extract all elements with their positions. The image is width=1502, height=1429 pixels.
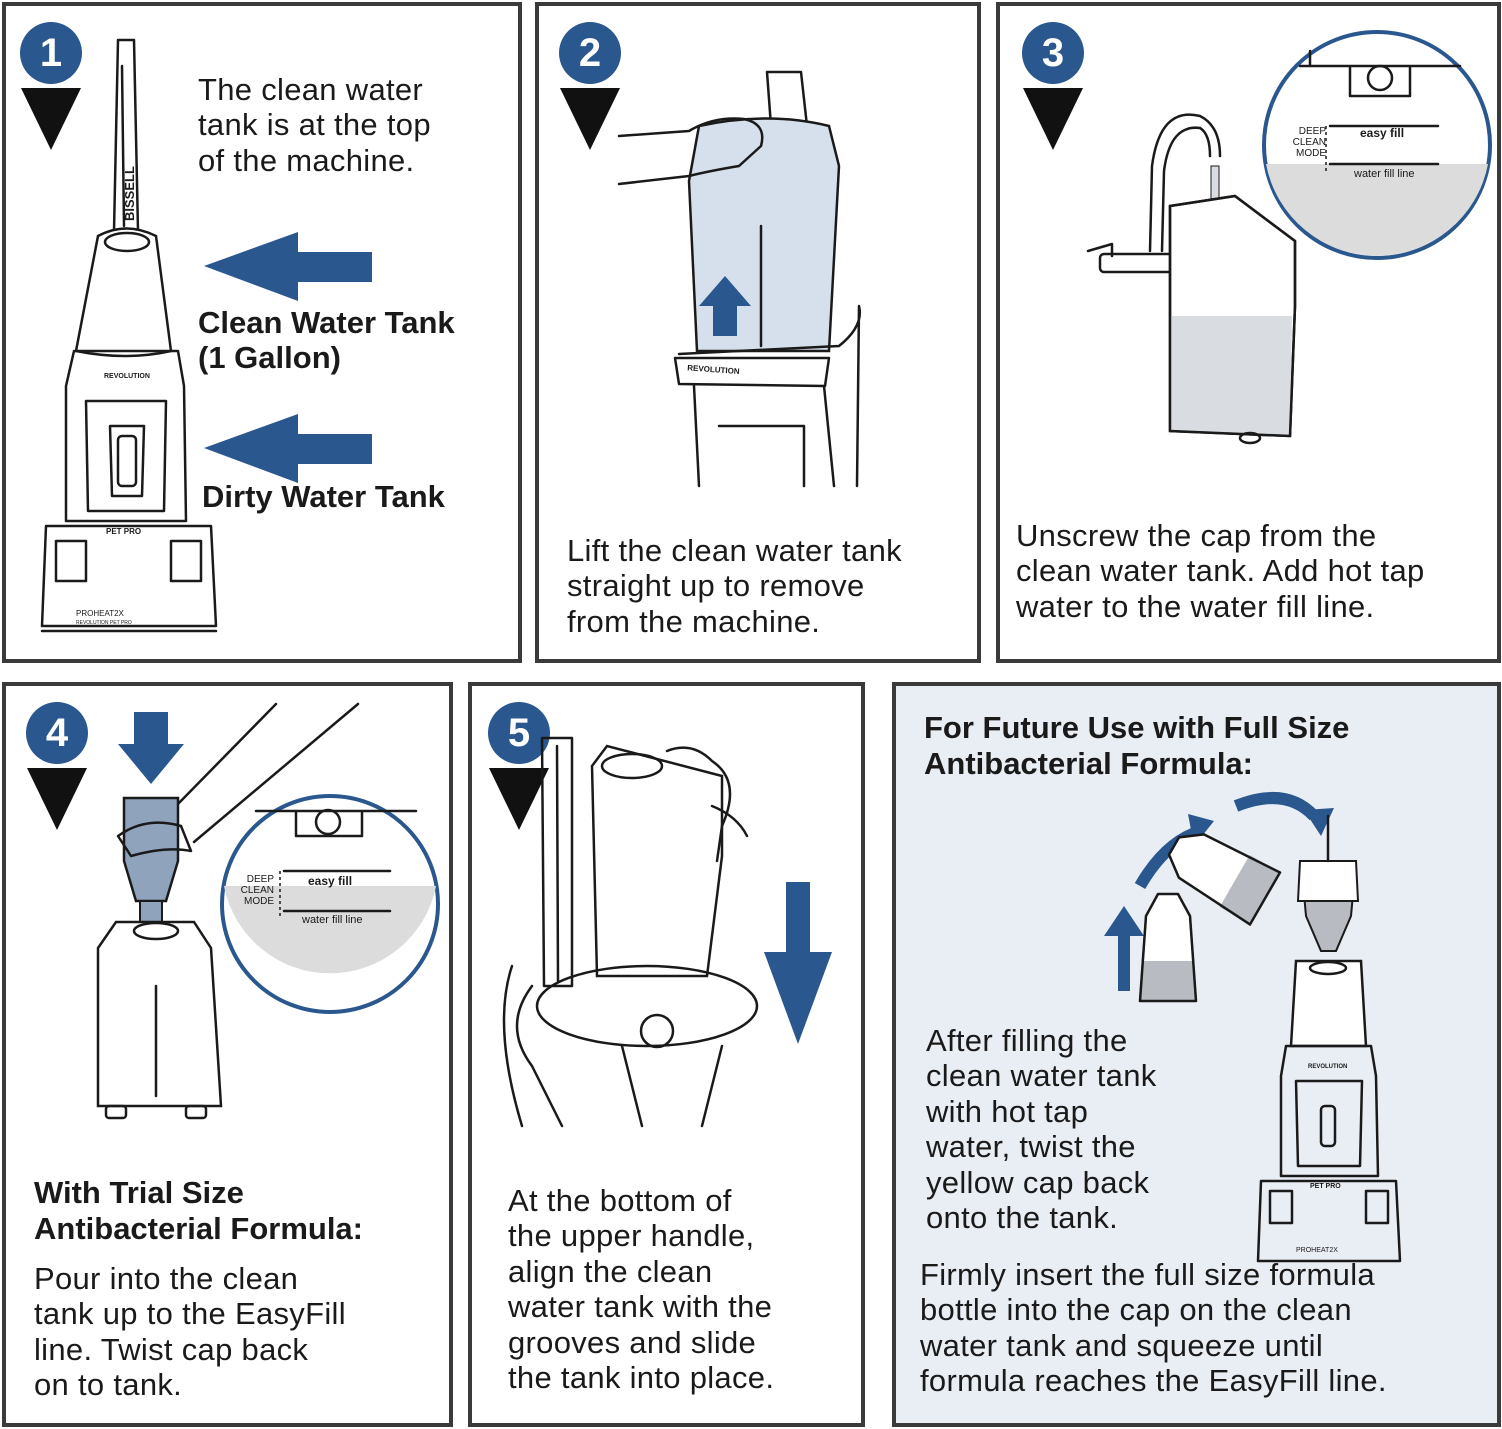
arrow-down-icon (764, 882, 832, 1044)
arrow-curve-icon (1304, 808, 1334, 836)
future-line-a: yellow cap back (926, 1165, 1150, 1200)
model-name-text: REVOLUTION (687, 363, 740, 376)
step-5-line: grooves and slide (508, 1325, 757, 1360)
brand-text: BISSELL (122, 166, 137, 221)
fill-tank-illustration (1086, 30, 1492, 445)
step-4-line: line. Twist cap back (34, 1332, 309, 1367)
machine-illustration: BISSELL REVOLUTION PET PRO PROHEAT2X REV… (40, 38, 372, 633)
future-line-a: clean water tank (926, 1058, 1157, 1093)
deep-clean-line: CLEAN (1292, 137, 1326, 148)
pet-pro-text: PET PRO (1310, 1183, 1341, 1190)
dirty-tank-label: Dirty Water Tank (202, 479, 445, 514)
step-3-panel: 3 DEEP CLEAN MODE easy fill water fill l… (996, 2, 1501, 663)
arrow-down-icon (118, 712, 184, 784)
deep-clean-label: DEEP CLEAN MODE (1286, 126, 1326, 159)
easy-fill-label: easy fill (1360, 126, 1405, 140)
deep-clean-line: MODE (244, 896, 274, 907)
step-5-line: At the bottom of (508, 1183, 732, 1218)
model-badge-text: PROHEAT2X (1296, 1247, 1338, 1254)
step-4-line: tank up to the EasyFill (34, 1296, 346, 1331)
step-1-badge: 1 (20, 22, 82, 84)
easy-fill-label: easy fill (308, 874, 353, 888)
arrow-up-icon (699, 276, 751, 336)
deep-clean-line: DEEP (1298, 126, 1326, 137)
future-use-panel: For Future Use with Full Size Antibacter… (892, 682, 1501, 1427)
pour-formula-illustration (96, 702, 440, 1120)
deep-clean-line: DEEP (246, 874, 274, 885)
insert-tank-illustration (502, 736, 832, 1128)
step-2-badge: 2 (559, 22, 621, 84)
step-2-line: from the machine. (567, 604, 821, 639)
model-badge-text: PROHEAT2X (76, 609, 125, 618)
step-5-line: align the clean (508, 1254, 713, 1289)
step-3-line: Unscrew the cap from the (1016, 518, 1377, 553)
step-4-line: on to tank. (34, 1367, 183, 1402)
water-fill-line-label: water fill line (302, 914, 363, 926)
step-5-line: the upper handle, (508, 1218, 755, 1253)
arrow-left-icon (204, 232, 372, 301)
deep-clean-line: MODE (1296, 148, 1326, 159)
step-2-panel: 2 REVOLUTION Lift the clean water tank s… (535, 2, 981, 663)
step-2-line: Lift the clean water tank (567, 533, 902, 568)
step-1-line: The clean water (198, 72, 424, 107)
step-2-chevron-icon (560, 88, 620, 150)
step-4-badge: 4 (26, 702, 88, 764)
future-line-b: formula reaches the EasyFill line. (920, 1363, 1387, 1398)
pet-pro-text: PET PRO (106, 527, 141, 536)
step-4-chevron-icon (27, 768, 87, 830)
deep-clean-line: CLEAN (240, 885, 274, 896)
future-line-a: water, twist the (926, 1129, 1136, 1164)
deep-clean-label: DEEP CLEAN MODE (234, 874, 274, 907)
step-5-chevron-icon (489, 768, 549, 830)
step-5-badge: 5 (488, 702, 550, 764)
water-fill-line-label: water fill line (1354, 168, 1415, 180)
step-5-panel: 5 At the bottom of the upper handle, ali… (468, 682, 865, 1427)
arrow-left-icon (204, 414, 372, 483)
step-5-line: the tank into place. (508, 1360, 775, 1395)
step-4-line: Pour into the clean (34, 1261, 299, 1296)
future-line-b: Firmly insert the full size formula (920, 1257, 1375, 1292)
future-heading: For Future Use with Full Size (924, 710, 1350, 745)
model-name-text: REVOLUTION (1308, 1064, 1347, 1070)
step-4-panel: 4 DEEP CLEAN MODE easy fill water fill l… (2, 682, 453, 1427)
future-line-b: water tank and squeeze until (920, 1328, 1324, 1363)
clean-tank-label: Clean Water Tank (198, 305, 455, 340)
step-2-line: straight up to remove (567, 568, 865, 603)
future-line-a: with hot tap (926, 1094, 1089, 1129)
step-4-heading: Antibacterial Formula: (34, 1211, 363, 1246)
arrow-up-icon (1104, 906, 1144, 936)
future-line-a: After filling the (926, 1023, 1128, 1058)
step-1-line: of the machine. (198, 143, 415, 178)
step-1-chevron-icon (21, 88, 81, 150)
future-heading: Antibacterial Formula: (924, 746, 1253, 781)
clean-tank-capacity: (1 Gallon) (198, 340, 341, 375)
model-name-text: REVOLUTION (104, 373, 150, 380)
model-sub-text: REVOLUTION PET PRO (76, 620, 132, 626)
future-line-a: onto the tank. (926, 1200, 1119, 1235)
step-1-panel: 1 BISSELL REVOLUTION PET PRO PROHEAT2X R… (2, 2, 522, 663)
step-4-heading: With Trial Size (34, 1175, 244, 1210)
lift-tank-illustration: REVOLUTION (617, 70, 862, 488)
step-3-line: clean water tank. Add hot tap (1016, 553, 1425, 588)
future-line-b: bottle into the cap on the clean (920, 1292, 1352, 1327)
step-3-chevron-icon (1023, 88, 1083, 150)
full-size-formula-illustration: REVOLUTION PET PRO PROHEAT2X (1104, 792, 1402, 1263)
step-5-line: water tank with the (508, 1289, 773, 1324)
step-1-line: tank is at the top (198, 107, 431, 142)
step-3-badge: 3 (1022, 22, 1084, 84)
step-3-line: water to the water fill line. (1016, 589, 1375, 624)
